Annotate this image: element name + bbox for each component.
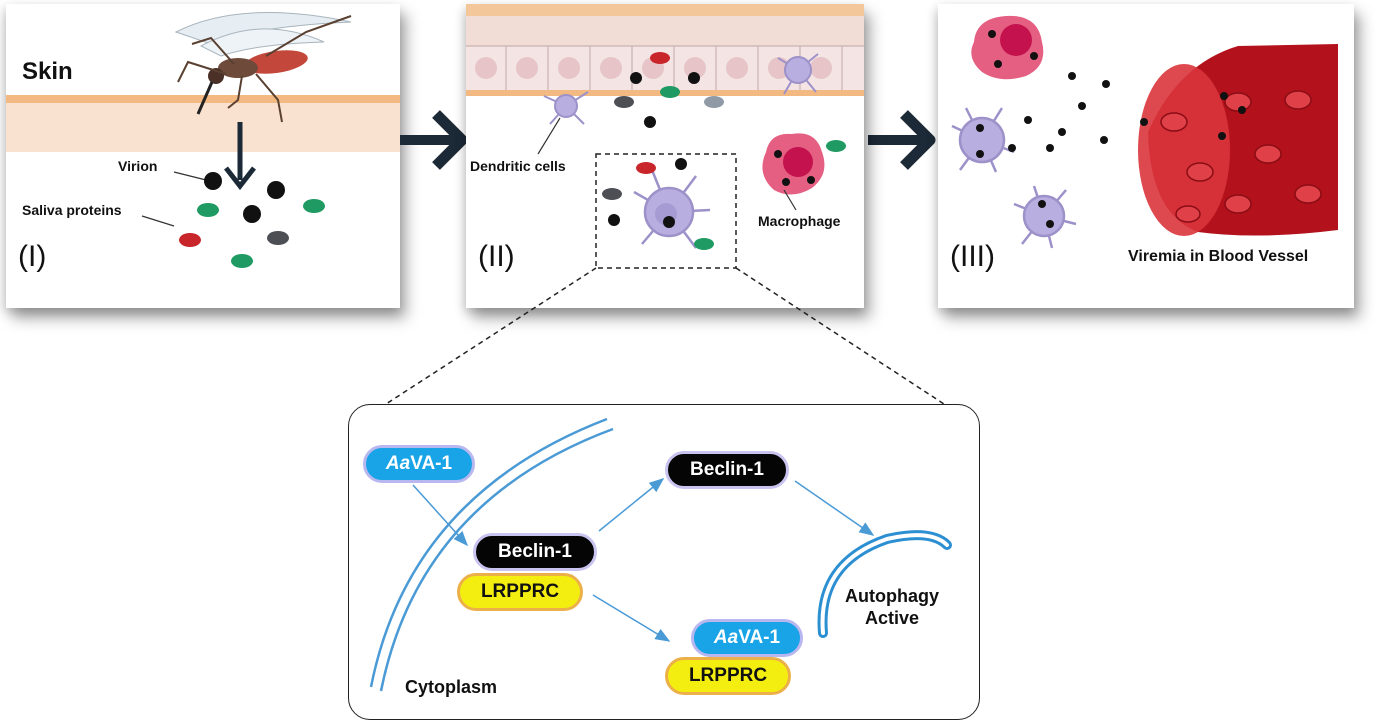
dendritic-cells-label: Dendritic cells [470,158,566,174]
virion-label: Virion [118,158,158,174]
aava1-name: VA-1 [738,627,781,648]
flow-arrow [592,594,671,642]
panel-blood-graphic [951,15,1338,249]
panel-skin-graphic [6,12,400,268]
macrophage [971,15,1044,80]
epidermis-layer [466,16,864,46]
aava1-prefix: Aa [385,453,411,474]
virion [644,116,656,128]
virion [267,181,285,199]
virion-cluster [1008,72,1246,152]
aava1-prefix: Aa [713,627,739,648]
mosquito-icon [174,12,352,123]
viremia-label: Viremia in Blood Vessel [1128,248,1309,265]
saliva-protein [197,203,219,217]
autophagy-label-line1: Autophagy [845,586,939,606]
virion-pointer [173,171,207,181]
dendritic-cell [543,91,589,125]
lrpprc-bottom: LRPPRC [665,657,791,695]
virion [608,214,620,226]
saliva-protein [602,188,622,200]
virion [243,205,261,223]
beclin1-complex: Beclin-1 [473,533,597,571]
virion [663,216,675,228]
lrpprc-complex: LRPPRC [457,573,583,611]
dendritic-cell [633,169,711,249]
panel-dermis-graphic [466,4,864,269]
stage-two-numeral: (II) [478,240,515,273]
macrophage-pointer [783,189,797,211]
stage-three-numeral: (III) [950,240,995,273]
saliva-protein [650,52,670,64]
panel-blood: (III) Viremia in Blood Vessel [938,4,1354,308]
saliva-protein [303,199,325,213]
saliva-pointer [141,215,175,227]
down-arrow-icon [224,122,256,191]
saliva-protein [267,231,289,245]
autophagy-label-line2: Active [864,608,920,628]
saliva-protein [826,140,846,152]
right-arrow-icon [400,110,468,170]
autophagosome-membrane [817,530,952,638]
panel-dermis: Dendritic cells Macrophage (II) [466,4,864,308]
macrophage [762,133,825,195]
epidermis-top [466,4,864,16]
cytoplasm-label: Cytoplasm [405,677,498,697]
flow-arrow [412,484,469,547]
dendritic-cell [1013,185,1077,249]
aava1-name: VA-1 [410,453,453,474]
dendritic-pointer [537,117,561,155]
saliva-protein [179,233,201,247]
saliva-protein [660,86,680,98]
virion [688,72,700,84]
autophagy-label: Autophagy Active [845,585,939,629]
beclin1-free: Beclin-1 [665,451,789,489]
dendritic-cell [951,107,1015,173]
macrophage-label: Macrophage [758,213,841,229]
flow-arrow [794,480,875,536]
saliva-protein [694,238,714,250]
zoom-region [595,153,737,269]
mechanism-graphic [369,417,952,692]
dendritic-cell [777,53,819,95]
saliva-protein [614,96,634,108]
stage-one-numeral: (I) [18,240,47,273]
blood-vessel [1138,44,1338,236]
virion [675,158,687,170]
virion [204,172,222,190]
virion [630,72,642,84]
flow-arrow [598,478,665,532]
saliva-protein [231,254,253,268]
skin-label: Skin [22,58,73,85]
right-arrow-icon [868,110,936,170]
saliva-protein [636,162,656,174]
panel-skin: Skin Virion Saliva proteins (I) [6,4,400,308]
saliva-protein [704,96,724,108]
saliva-proteins-label: Saliva proteins [22,202,122,218]
